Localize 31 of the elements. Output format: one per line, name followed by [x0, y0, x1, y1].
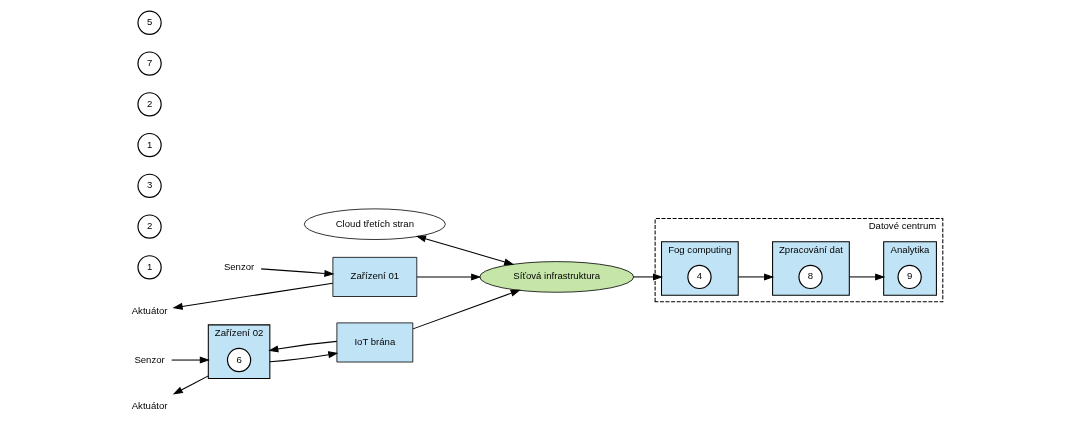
node-circle: 1 — [136, 255, 162, 280]
node-circle: 8 — [797, 264, 823, 290]
node-text: Senzor — [133, 353, 165, 365]
arrow — [737, 273, 774, 281]
node-text: Senzor — [223, 260, 254, 272]
arrow — [415, 273, 481, 281]
arrow — [848, 273, 885, 281]
node-box: IoT brána — [336, 322, 413, 363]
node-circle: 4 — [686, 264, 712, 290]
node-text: Aktuátor — [131, 399, 167, 411]
node-circle: 3 — [136, 173, 162, 198]
arrow — [411, 289, 521, 330]
arrow — [170, 356, 210, 364]
node-ellipse: Cloud třetích stran — [303, 208, 446, 240]
node-circle: 2 — [136, 214, 162, 239]
node-circle: 6 — [226, 347, 251, 373]
node-circle: 5 — [136, 10, 162, 35]
node-ellipse: Síťová infrastruktura — [478, 261, 634, 293]
node-text: Aktuátor — [131, 304, 167, 316]
node-circle: 1 — [136, 132, 162, 158]
node-circle: 9 — [896, 264, 922, 290]
arrow — [172, 282, 333, 310]
arrow — [632, 273, 663, 281]
node-circle: 2 — [136, 92, 162, 117]
arrow — [268, 351, 338, 363]
node-box: Zařízení 01 — [332, 256, 417, 297]
arrow — [415, 235, 514, 266]
arrow — [267, 340, 337, 353]
node-circle: 7 — [136, 51, 162, 76]
arrow — [260, 268, 334, 277]
arrow — [172, 375, 209, 395]
